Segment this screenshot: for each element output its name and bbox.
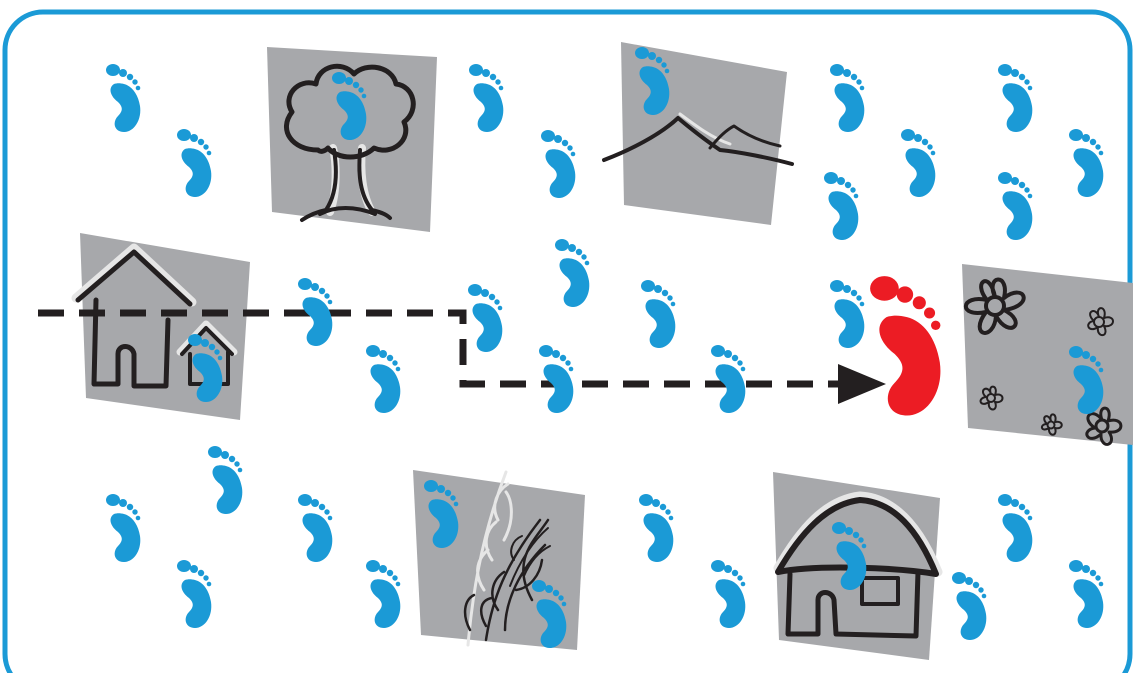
- mountain-tile[interactable]: [604, 42, 792, 225]
- start-houses-tile[interactable]: [76, 233, 250, 420]
- flowers-tile[interactable]: [962, 264, 1133, 445]
